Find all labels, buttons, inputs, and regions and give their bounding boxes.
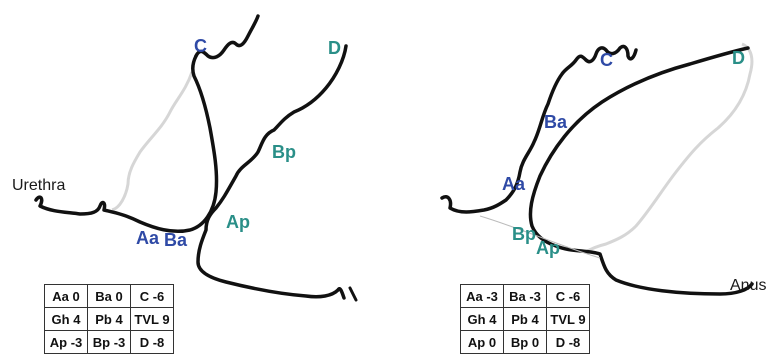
- table-cell: Bp 0: [503, 330, 547, 354]
- right-diagram: C D Ba Aa Bp Ap Anus: [440, 42, 766, 296]
- table-cell: Pb 4: [87, 307, 131, 331]
- left-cervix: [194, 14, 260, 60]
- table-row: Ap -3 Bp -3 D -8: [44, 330, 174, 354]
- table-cell: Ap -3: [44, 330, 88, 354]
- table-cell: D -8: [130, 330, 174, 354]
- left-label-d: D: [328, 38, 341, 58]
- table-cell: TVL 9: [130, 307, 174, 331]
- table-cell: C -6: [130, 284, 174, 308]
- left-posterior-wall: [196, 44, 348, 300]
- table-cell: Gh 4: [44, 307, 88, 331]
- table-cell: Gh 4: [460, 307, 504, 331]
- left-label-ba: Ba: [164, 230, 188, 250]
- left-label-ap: Ap: [226, 212, 250, 232]
- left-label-bp: Bp: [272, 142, 296, 162]
- right-label-c: C: [600, 50, 613, 70]
- right-label-aa: Aa: [502, 174, 526, 194]
- right-normal-position-outline: [585, 42, 754, 254]
- table-cell: Ba -3: [503, 284, 547, 308]
- left-posterior-hook: [348, 286, 358, 302]
- table-row: Aa 0 Ba 0 C -6: [44, 284, 174, 308]
- table-cell: TVL 9: [546, 307, 590, 331]
- left-diagram: C D Bp Ap Aa Ba Urethra: [12, 14, 358, 302]
- right-label-anus: Anus: [730, 277, 766, 294]
- table-cell: Bp -3: [87, 330, 131, 354]
- right-anterior-wall: [440, 54, 588, 214]
- right-cervix: [584, 44, 638, 64]
- table-cell: C -6: [546, 284, 590, 308]
- table-cell: Aa 0: [44, 284, 88, 308]
- left-anterior-wall: [34, 54, 219, 234]
- table-row: Ap 0 Bp 0 D -8: [460, 330, 590, 354]
- left-normal-position-outline: [111, 71, 194, 212]
- right-perineum-line: [479, 215, 601, 259]
- table-cell: D -8: [546, 330, 590, 354]
- right-pop-q-table: Aa -3 Ba -3 C -6 Gh 4 Pb 4 TVL 9 Ap 0 Bp…: [460, 284, 590, 354]
- right-label-ap: Ap: [536, 238, 560, 258]
- left-label-aa: Aa: [136, 228, 160, 248]
- right-label-ba: Ba: [544, 112, 568, 132]
- left-pop-q-table: Aa 0 Ba 0 C -6 Gh 4 Pb 4 TVL 9 Ap -3 Bp …: [44, 284, 174, 354]
- table-row: Aa -3 Ba -3 C -6: [460, 284, 590, 308]
- table-cell: Ba 0: [87, 284, 131, 308]
- table-row: Gh 4 Pb 4 TVL 9: [44, 307, 174, 331]
- left-label-c: C: [194, 36, 207, 56]
- table-cell: Ap 0: [460, 330, 504, 354]
- right-vault-line: [528, 46, 754, 296]
- left-label-urethra: Urethra: [12, 177, 65, 194]
- table-row: Gh 4 Pb 4 TVL 9: [460, 307, 590, 331]
- right-label-d: D: [732, 48, 745, 68]
- table-cell: Pb 4: [503, 307, 547, 331]
- table-cell: Aa -3: [460, 284, 504, 308]
- right-label-bp: Bp: [512, 224, 536, 244]
